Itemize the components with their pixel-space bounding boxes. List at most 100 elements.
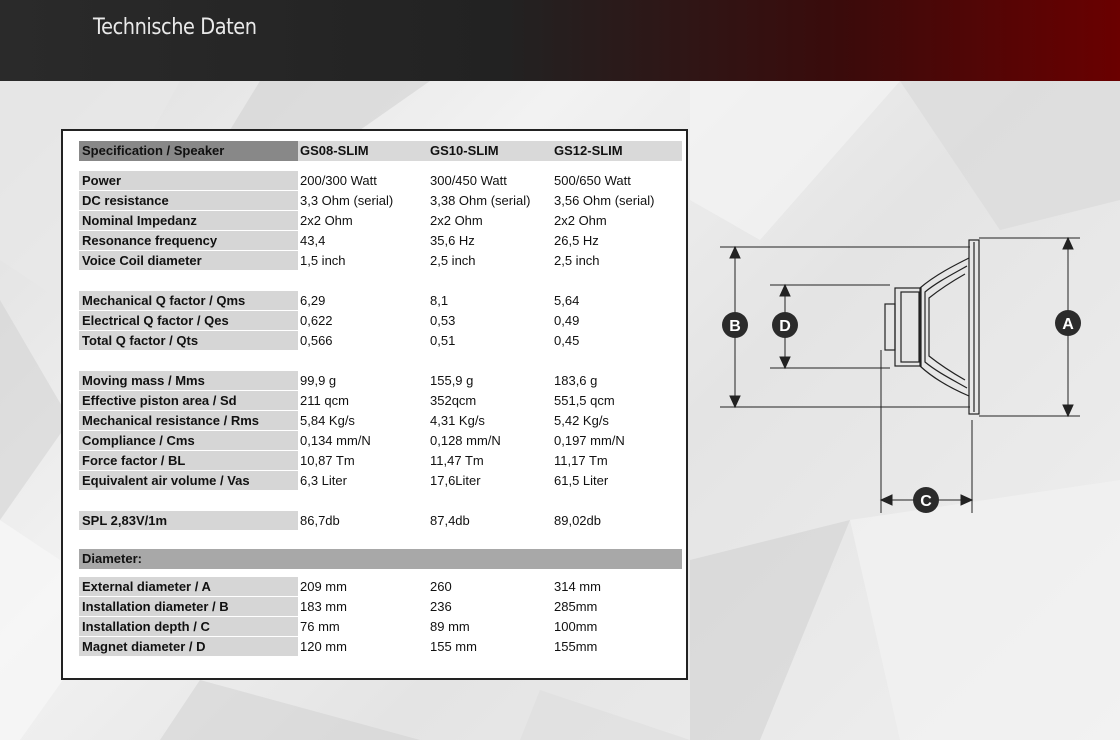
spec-label: Resonance frequency	[79, 231, 298, 250]
spec-value: 200/300 Watt	[300, 173, 377, 188]
model-header: GS10-SLIM	[430, 143, 499, 158]
spec-value: 236	[430, 599, 452, 614]
spec-value: 183 mm	[300, 599, 347, 614]
spec-label: Compliance / Cms	[79, 431, 298, 450]
spec-value: 5,64	[554, 293, 580, 308]
dimension-lines	[720, 236, 1080, 513]
spec-value: 35,6 Hz	[430, 233, 475, 248]
spec-value: 0,197 mm/N	[554, 433, 625, 448]
spec-label: Mechanical resistance / Rms	[79, 411, 298, 430]
spec-value: 183,6 g	[554, 373, 598, 388]
spec-label: Electrical Q factor / Qes	[79, 311, 298, 330]
spec-label: DC resistance	[79, 191, 298, 210]
spec-value: 5,84 Kg/s	[300, 413, 355, 428]
spec-value: 500/650 Watt	[554, 173, 631, 188]
model-header: GS12-SLIM	[554, 143, 623, 158]
header-bar: Technische Daten	[0, 0, 1120, 81]
spec-label: Total Q factor / Qts	[79, 331, 298, 350]
spec-label: SPL 2,83V/1m	[79, 511, 298, 530]
spec-label: Voice Coil diameter	[79, 251, 298, 270]
spec-value: 61,5 Liter	[554, 473, 609, 488]
spec-value: 2,5 inch	[430, 253, 476, 268]
spec-value: 0,45	[554, 333, 580, 348]
spec-label: External diameter / A	[79, 577, 298, 596]
spec-label: Mechanical Q factor / Qms	[79, 291, 298, 310]
spec-value: 3,3 Ohm (serial)	[300, 193, 394, 208]
spec-label: Nominal Impedanz	[79, 211, 298, 230]
dimension-label-a: A	[1062, 316, 1074, 333]
spec-value: 2x2 Ohm	[430, 213, 483, 228]
spec-value: 89 mm	[430, 619, 470, 634]
spec-value: 10,87 Tm	[300, 453, 355, 468]
model-header: GS08-SLIM	[300, 143, 369, 158]
spec-value: 120 mm	[300, 639, 347, 654]
spec-value: 300/450 Watt	[430, 173, 507, 188]
spec-value: 2x2 Ohm	[554, 213, 607, 228]
spec-value: 6,29	[300, 293, 326, 308]
spec-value: 89,02db	[554, 513, 601, 528]
dimension-label-c: C	[920, 493, 932, 510]
spec-value: 3,38 Ohm (serial)	[430, 193, 531, 208]
spec-value: 209 mm	[300, 579, 347, 594]
spec-value: 0,134 mm/N	[300, 433, 371, 448]
spec-value: 551,5 qcm	[554, 393, 615, 408]
spec-value: 5,42 Kg/s	[554, 413, 609, 428]
spec-value: 0,566	[300, 333, 333, 348]
spec-value: 0,49	[554, 313, 580, 328]
speaker-outline	[884, 239, 980, 415]
spec-value: 26,5 Hz	[554, 233, 599, 248]
spec-value: 6,3 Liter	[300, 473, 347, 488]
spec-label: Force factor / BL	[79, 451, 298, 470]
label-d-badge: D	[772, 312, 798, 338]
spec-value: 285mm	[554, 599, 598, 614]
spec-label: Moving mass / Mms	[79, 371, 298, 390]
spec-value: 8,1	[430, 293, 449, 308]
spec-value: 4,31 Kg/s	[430, 413, 485, 428]
dimension-label-d: D	[779, 318, 791, 335]
spec-value: 100mm	[554, 619, 598, 634]
spec-value: 260	[430, 579, 452, 594]
spec-value: 1,5 inch	[300, 253, 346, 268]
spec-value: 155 mm	[430, 639, 477, 654]
spec-value: 155mm	[554, 639, 598, 654]
spec-value: 43,4	[300, 233, 326, 248]
spec-table-box: Specification / Speaker GS08-SLIM GS10-S…	[61, 129, 688, 680]
spec-label: Power	[79, 171, 298, 190]
spec-label: Equivalent air volume / Vas	[79, 471, 298, 490]
table-header-row: Specification / Speaker GS08-SLIM GS10-S…	[79, 141, 682, 161]
label-c-badge: C	[913, 487, 939, 513]
spec-value: 3,56 Ohm (serial)	[554, 193, 655, 208]
spec-value: 0,53	[430, 313, 456, 328]
spec-value: 0,51	[430, 333, 456, 348]
label-b-badge: B	[722, 312, 748, 338]
spec-value: 2x2 Ohm	[300, 213, 353, 228]
spec-value: 17,6Liter	[430, 473, 481, 488]
spec-value: 352qcm	[430, 393, 477, 408]
spec-value: 314 mm	[554, 579, 601, 594]
spec-value: 0,128 mm/N	[430, 433, 501, 448]
diameter-heading: Diameter:	[79, 549, 682, 569]
spec-value: 76 mm	[300, 619, 340, 634]
spec-value: 11,17 Tm	[554, 453, 608, 468]
spec-label: Magnet diameter / D	[79, 637, 298, 656]
spec-value: 87,4db	[430, 513, 470, 528]
spec-value: 155,9 g	[430, 373, 474, 388]
